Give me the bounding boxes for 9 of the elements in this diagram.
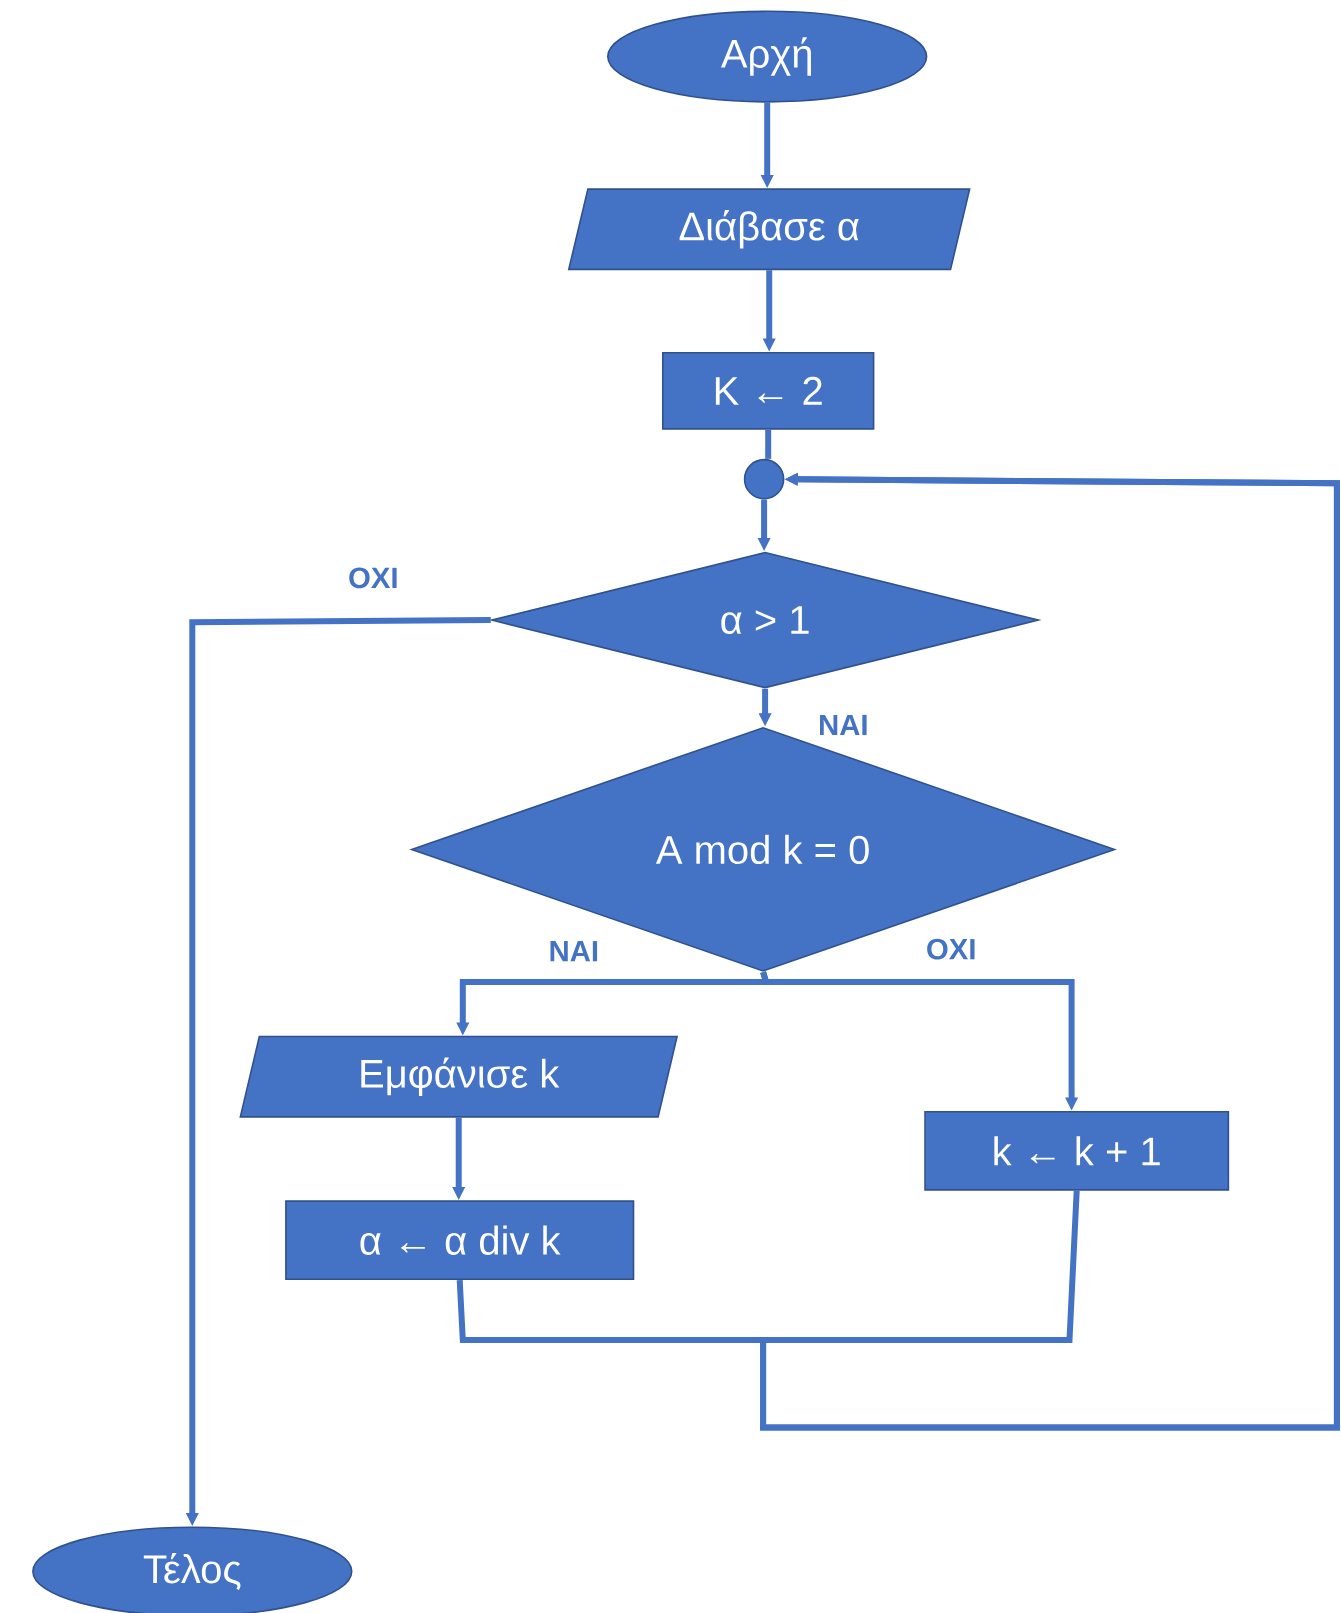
edge-label: ΝΑΙ: [550, 941, 598, 962]
input-output-box: Διάβασε α: [567, 188, 971, 271]
process-box: k ← k + 1: [924, 1110, 1230, 1191]
edge-label: ΟΧΙ: [349, 567, 397, 589]
edge-label: ΟΧΙ: [927, 938, 975, 960]
process-box: K ← 2: [662, 351, 875, 430]
process-box: α ← α div k: [285, 1200, 635, 1281]
junction-dot: [743, 458, 785, 500]
input-output-box: Εμφάνισε k: [239, 1035, 679, 1118]
